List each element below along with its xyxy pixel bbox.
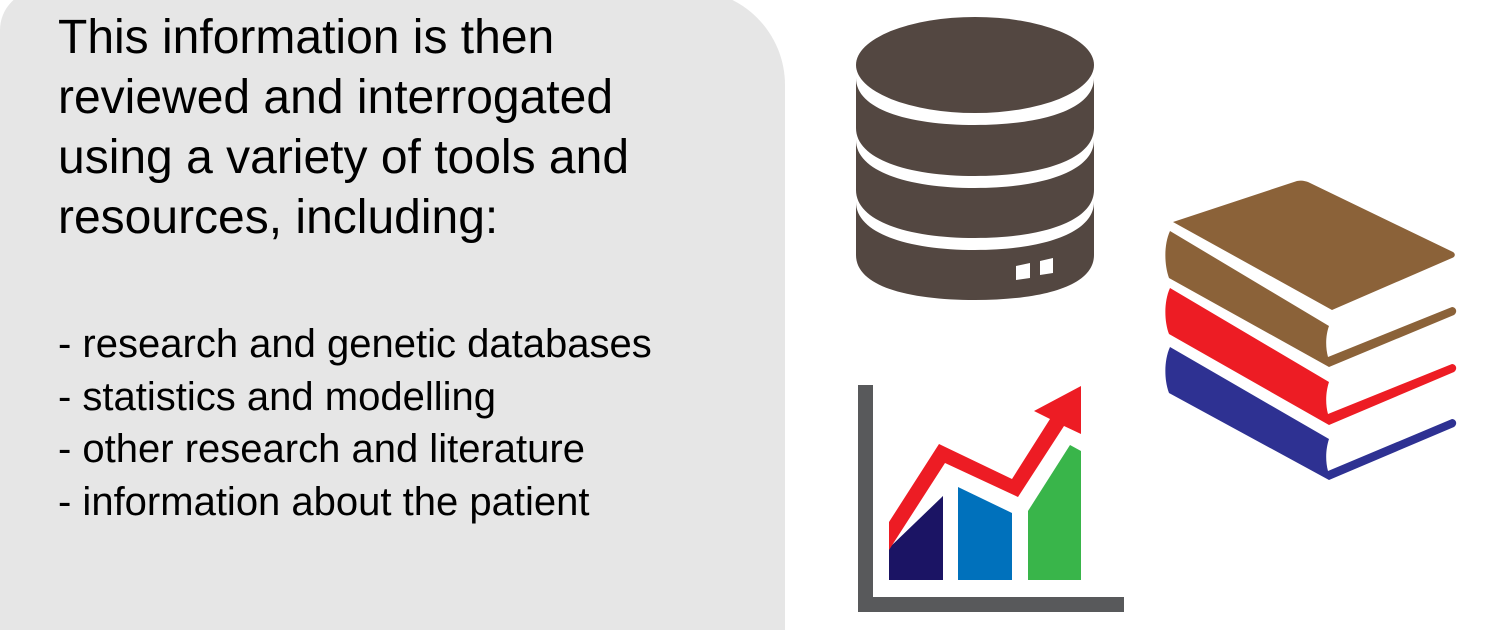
books-icon [1165,180,1457,480]
growth-chart-icon [858,385,1124,612]
list-item: - statistics and modelling [58,374,496,419]
intro-line: reviewed and interrogated [58,71,614,124]
list-item: - research and genetic databases [58,322,652,366]
resource-list: - research and genetic databases - stati… [58,318,652,528]
list-item: - information about the patient [58,479,590,524]
intro-line: resources, including: [58,191,499,244]
intro-text: This information is then reviewed and in… [58,8,778,248]
text-panel [0,0,785,630]
list-item: - other research and literature [58,427,585,471]
intro-line: This information is then [58,11,555,64]
intro-line: using a variety of tools and [58,131,630,184]
database-icon [856,17,1094,300]
